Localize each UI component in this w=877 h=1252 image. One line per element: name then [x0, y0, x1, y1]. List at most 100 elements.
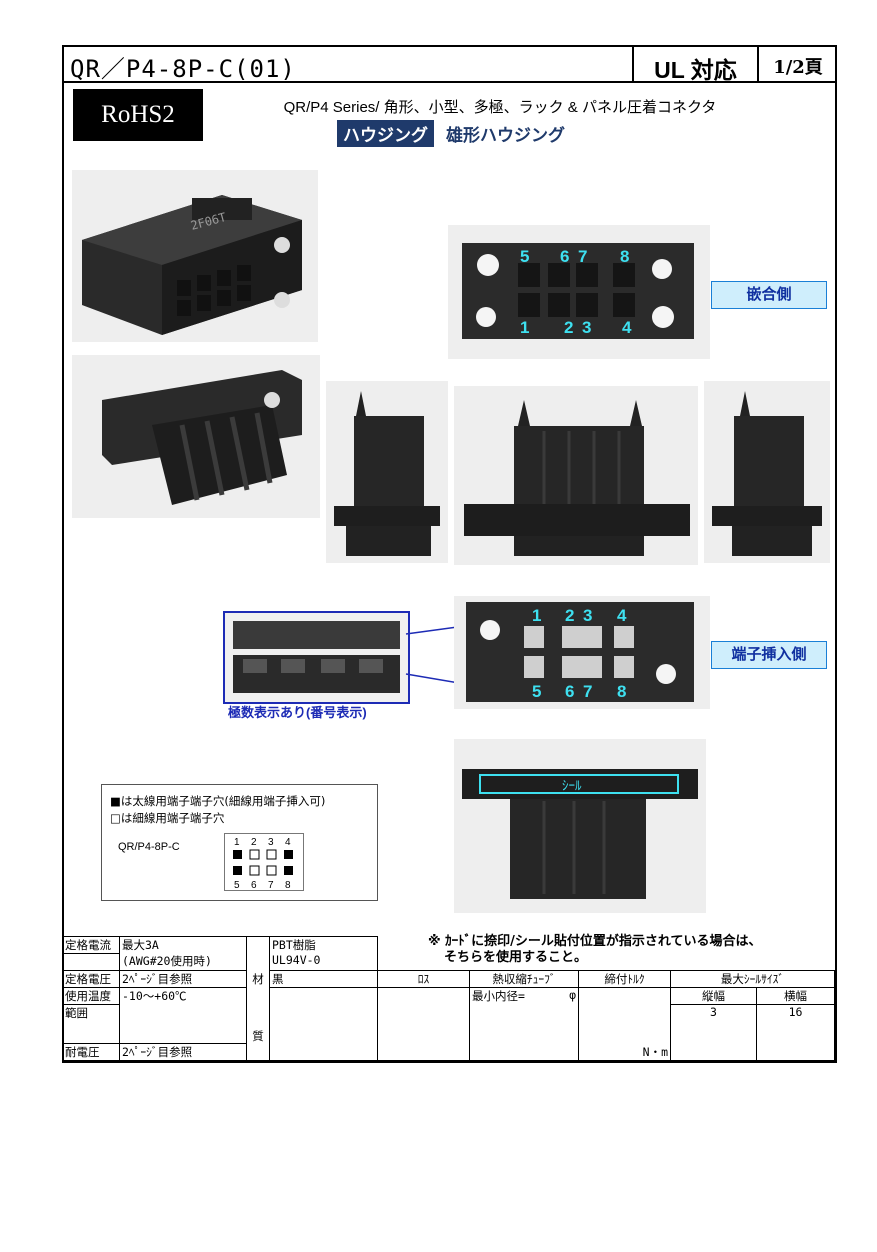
pin-number: 7	[578, 247, 587, 266]
rated-current-note: (AWG#20使用時)	[122, 954, 212, 968]
legend-thick-wire: ■は太線用端子端子穴(細線用端子挿入可)	[110, 794, 326, 808]
legend-num: 2	[251, 837, 257, 848]
temp-label: 使用温度	[62, 987, 120, 1005]
front-view-drawing	[464, 400, 690, 556]
pin-number: 1	[532, 606, 541, 625]
front-view-photo	[454, 386, 698, 565]
legend-num: 1	[234, 837, 240, 848]
material-flammability: UL94V-0	[272, 953, 321, 967]
material-label-2: 質	[246, 987, 270, 1044]
note-area	[377, 936, 835, 971]
page-number: 1/2頁	[773, 57, 823, 78]
housing-photo-front-drawing: 2F06T	[82, 195, 302, 335]
housing-photo-rear-drawing	[102, 370, 302, 505]
seal-size-label: 最大ｼｰﾙｻｲｽﾞ	[670, 970, 835, 988]
pin-marking-inset	[223, 611, 410, 704]
side-view-right-drawing	[712, 391, 822, 556]
tube-label: 熱収縮ﾁｭｰﾌﾞ	[469, 970, 579, 988]
rosu-label: ﾛｽ	[377, 970, 470, 988]
legend-num: 3	[268, 837, 274, 848]
pin-number: 8	[617, 682, 626, 701]
seal-position-drawing: ｼｰﾙ	[462, 769, 698, 899]
pin-number: 3	[582, 318, 591, 337]
material-label-spacer	[246, 936, 270, 971]
legend-num: 6	[251, 880, 257, 890]
material-resin: PBT樹脂	[272, 938, 316, 952]
housing-photo-rear	[72, 355, 320, 518]
legend-num: 7	[268, 880, 274, 890]
rated-current-label: 定格電流	[62, 936, 120, 954]
insertion-side-photo: 1 2 3 4 5 6 7 8	[454, 596, 710, 709]
insertion-side-drawing: 1 2 3 4 5 6 7 8	[466, 602, 694, 702]
side-view-drawing	[334, 391, 440, 556]
tube-unit: φ	[569, 988, 576, 1002]
part-number-title: QR／P4-8P-C(01)	[70, 55, 296, 83]
tube-min-diameter: 最小内径=	[472, 989, 525, 1003]
mating-side-label: 嵌合側	[711, 281, 827, 309]
pin-number: 2	[564, 318, 573, 337]
mating-side-photo: 5 6 7 8 1 2 3 4	[448, 225, 710, 359]
material-label-bottom	[246, 1043, 270, 1061]
width-value: 16	[756, 1004, 835, 1061]
torque-label: 締付ﾄﾙｸ	[578, 970, 671, 988]
legend-thin-wire: □は細線用端子端子穴	[110, 811, 225, 825]
pin-number: 6	[565, 682, 574, 701]
height-label: 縦幅	[670, 987, 757, 1005]
seal-mark: ｼｰﾙ	[562, 779, 582, 794]
material-color: 黒	[269, 970, 378, 988]
side-view-photo-right	[704, 381, 830, 563]
insertion-side-label: 端子挿入側	[711, 641, 827, 669]
rated-current-value: 最大3A (AWG#20使用時)	[119, 936, 247, 971]
pin-number: 3	[583, 606, 592, 625]
rated-voltage-label: 定格電圧	[62, 970, 120, 988]
ul-badge: UL 対応	[654, 57, 737, 83]
legend-model: QR/P4-8P-C	[118, 841, 180, 853]
seal-position-photo: ｼｰﾙ	[454, 739, 706, 913]
side-view-photo	[326, 381, 448, 563]
legend-num: 5	[234, 880, 240, 890]
tube-value: 最小内径= φ	[469, 987, 579, 1061]
material-blank	[269, 987, 378, 1061]
material-label-1: 材	[246, 970, 270, 988]
legend-num: 4	[285, 837, 291, 848]
rohs-badge: RoHS2	[73, 89, 203, 141]
withstand-value: 2ﾍﾟｰｼﾞ目参照	[119, 1043, 247, 1061]
withstand-label: 耐電圧	[62, 1043, 120, 1061]
legend-pin-grid: 1 2 3 4 5 6 7 8	[224, 833, 304, 891]
temp-value: -10～+60℃	[119, 987, 247, 1044]
height-value: 3	[670, 1004, 757, 1061]
pin-number: 7	[583, 682, 592, 701]
rated-current-main: 最大3A	[122, 938, 159, 952]
inset-caption: 極数表示あり(番号表示)	[228, 705, 367, 720]
pin-number: 8	[620, 247, 629, 266]
torque-unit: N・m	[642, 1045, 668, 1059]
torque-value: N・m	[578, 987, 671, 1061]
pin-number: 6	[560, 247, 569, 266]
pin-number: 4	[617, 606, 627, 625]
pin-legend: ■は太線用端子端子穴(細線用端子挿入可) □は細線用端子端子穴 QR/P4-8P…	[101, 784, 378, 901]
pin-number: 4	[622, 318, 632, 337]
pin-marking-inset-drawing	[233, 621, 400, 693]
rosu-blank	[377, 987, 470, 1061]
header-bar: QR／P4-8P-C(01) UL 対応 1/2頁	[62, 45, 837, 83]
pin-number: 5	[532, 682, 541, 701]
series-description: QR/P4 Series/ 角形、小型、多極、ラック & パネル圧着コネクタ	[283, 99, 717, 116]
category-tag: ハウジング	[337, 120, 434, 147]
rated-voltage-value: 2ﾍﾟｰｼﾞ目参照	[119, 970, 247, 988]
pin-number: 5	[520, 247, 529, 266]
width-label: 横幅	[756, 987, 835, 1005]
header-divider	[632, 47, 634, 81]
header-divider	[757, 47, 759, 81]
housing-photo-front: 2F06T	[72, 170, 318, 342]
product-subtitle: 雄形ハウジング	[446, 126, 565, 145]
rated-current-label-cont	[62, 953, 120, 971]
seal-area-box	[479, 774, 679, 794]
pin-number: 1	[520, 318, 529, 337]
legend-num: 8	[285, 880, 291, 890]
mating-side-drawing: 5 6 7 8 1 2 3 4	[462, 243, 694, 339]
temp-label-2: 範囲	[62, 1004, 120, 1044]
pin-number: 2	[565, 606, 574, 625]
legend-pin-grid-drawing: 1 2 3 4 5 6 7 8	[233, 837, 293, 891]
